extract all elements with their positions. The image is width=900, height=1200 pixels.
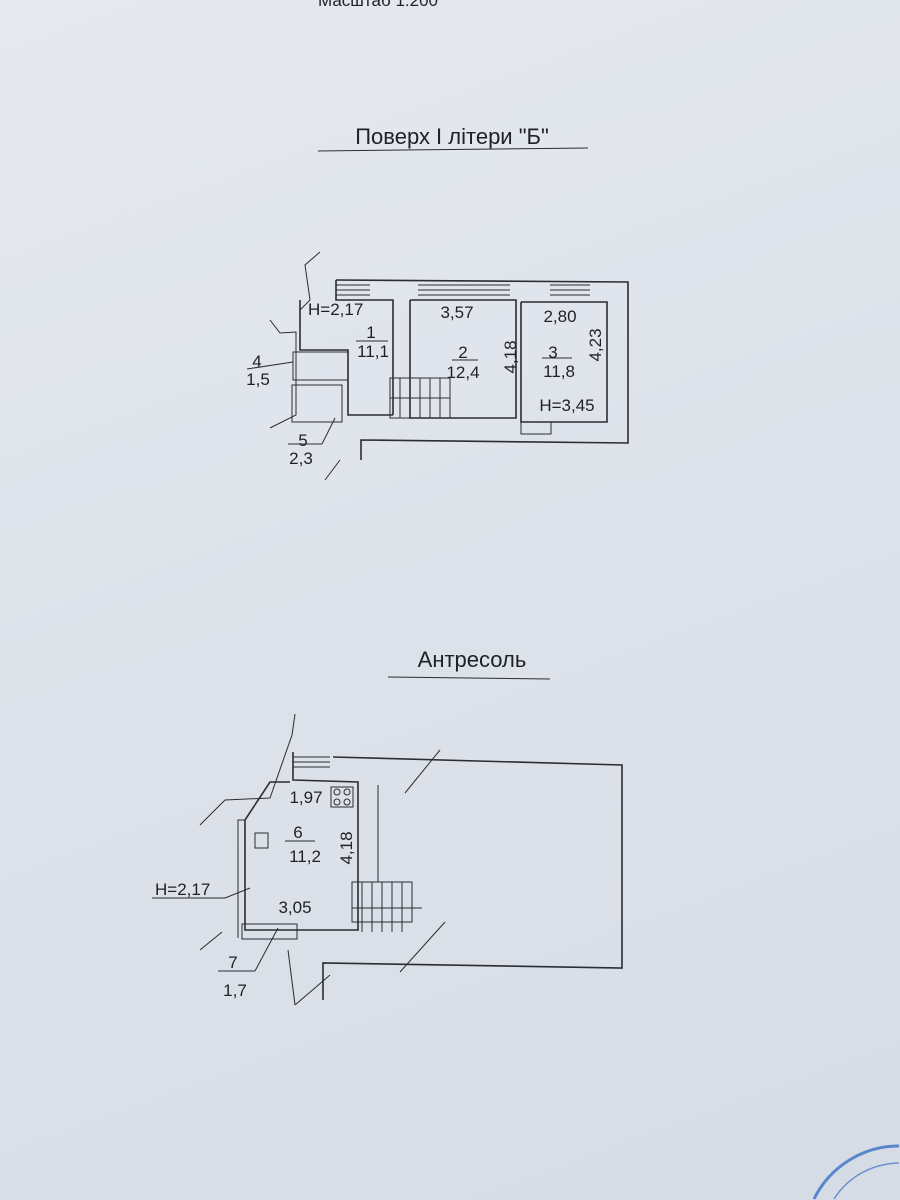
stamp (812, 1144, 900, 1200)
room-7-area: 1,7 (223, 981, 247, 1000)
floor-title-underline (317, 147, 589, 152)
floor-height-label: H=2,17 (308, 300, 363, 319)
scale-note: Масштаб 1:200 (318, 0, 438, 10)
room-4-area: 1,5 (246, 370, 270, 389)
room-6-number: 6 (293, 823, 302, 842)
room-2-number: 2 (458, 343, 467, 362)
room-2-width: 3,57 (440, 303, 473, 322)
room-6-width: 1,97 (289, 788, 322, 807)
room-6-area: 11,2 (289, 847, 321, 866)
mezzanine-title: Антресоль (418, 647, 527, 672)
room-3-height: H=3,45 (539, 396, 594, 415)
room-5-area: 2,3 (289, 449, 313, 468)
room-3-width: 2,80 (543, 307, 576, 326)
room-6-depth: 3,05 (278, 898, 311, 917)
room-5-number: 5 (298, 431, 307, 450)
room-1-area: 11,1 (357, 342, 389, 361)
floor-title: Поверх І літери "Б" (355, 124, 549, 149)
room-6-length: 4,18 (337, 831, 356, 864)
room-3-number: 3 (548, 343, 557, 362)
room-3-length: 4,23 (586, 328, 605, 361)
room-2-length: 4,18 (501, 340, 520, 373)
room-3-area: 11,8 (543, 362, 575, 381)
room-1-number: 1 (366, 323, 375, 342)
floor-plan (269, 251, 629, 481)
room-2-area: 12,4 (446, 363, 479, 382)
mezzanine-height-label: H=2,17 (155, 880, 210, 899)
mezzanine-plan (199, 713, 623, 1006)
room-4-number: 4 (252, 352, 261, 371)
room-7-number: 7 (228, 953, 237, 972)
